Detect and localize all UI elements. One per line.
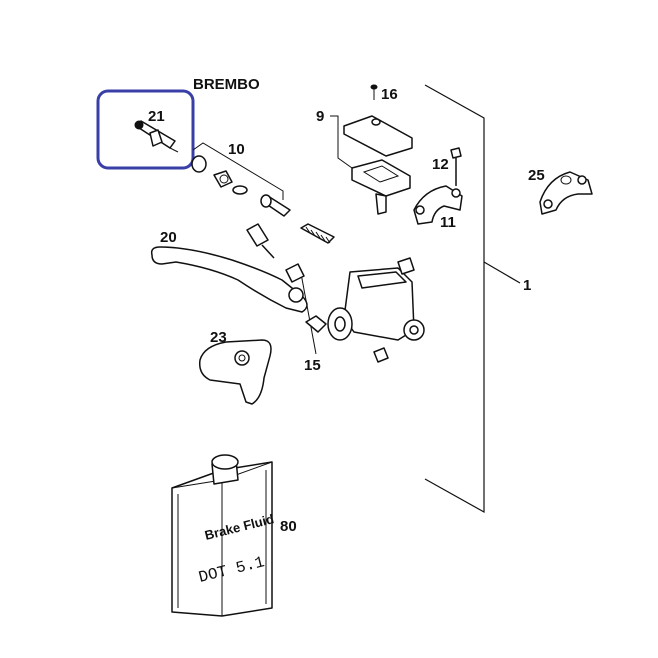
master-cylinder-body[interactable] — [305, 257, 425, 363]
label-part-12[interactable]: 12 — [432, 156, 449, 173]
label-part-21[interactable]: 21 — [148, 108, 165, 125]
label-part-80[interactable]: 80 — [280, 518, 297, 535]
part-15-push-rod[interactable] — [246, 223, 317, 355]
part-16-screw[interactable] — [370, 84, 378, 100]
label-part-11[interactable]: 11 — [440, 214, 456, 231]
brand-label: BREMBO — [193, 76, 260, 93]
label-part-16[interactable]: 16 — [381, 86, 398, 103]
label-part-23[interactable]: 23 — [210, 329, 227, 346]
label-part-25[interactable]: 25 — [528, 167, 545, 184]
label-part-10[interactable]: 10 — [228, 141, 245, 158]
part-12-bolt[interactable] — [450, 147, 462, 186]
part-80-brake-fluid-bottle[interactable]: Brake Fluid DOT 5.1 — [171, 454, 275, 617]
part-9-reservoir-cover[interactable] — [330, 115, 413, 215]
assembly-bracket — [424, 84, 521, 514]
label-part-20[interactable]: 20 — [160, 229, 177, 246]
part-10-piston-kit[interactable] — [191, 142, 335, 244]
label-part-9[interactable]: 9 — [316, 108, 324, 125]
selected-part-highlight[interactable] — [96, 89, 195, 170]
part-11-clamp[interactable] — [413, 185, 463, 225]
label-part-15[interactable]: 15 — [304, 357, 321, 374]
part-25-clamp[interactable] — [539, 171, 593, 215]
part-21-bleeder-screw[interactable] — [134, 120, 179, 153]
label-part-1[interactable]: 1 — [523, 277, 531, 294]
part-20-lever[interactable] — [150, 246, 308, 313]
part-23-cover[interactable] — [198, 339, 272, 405]
